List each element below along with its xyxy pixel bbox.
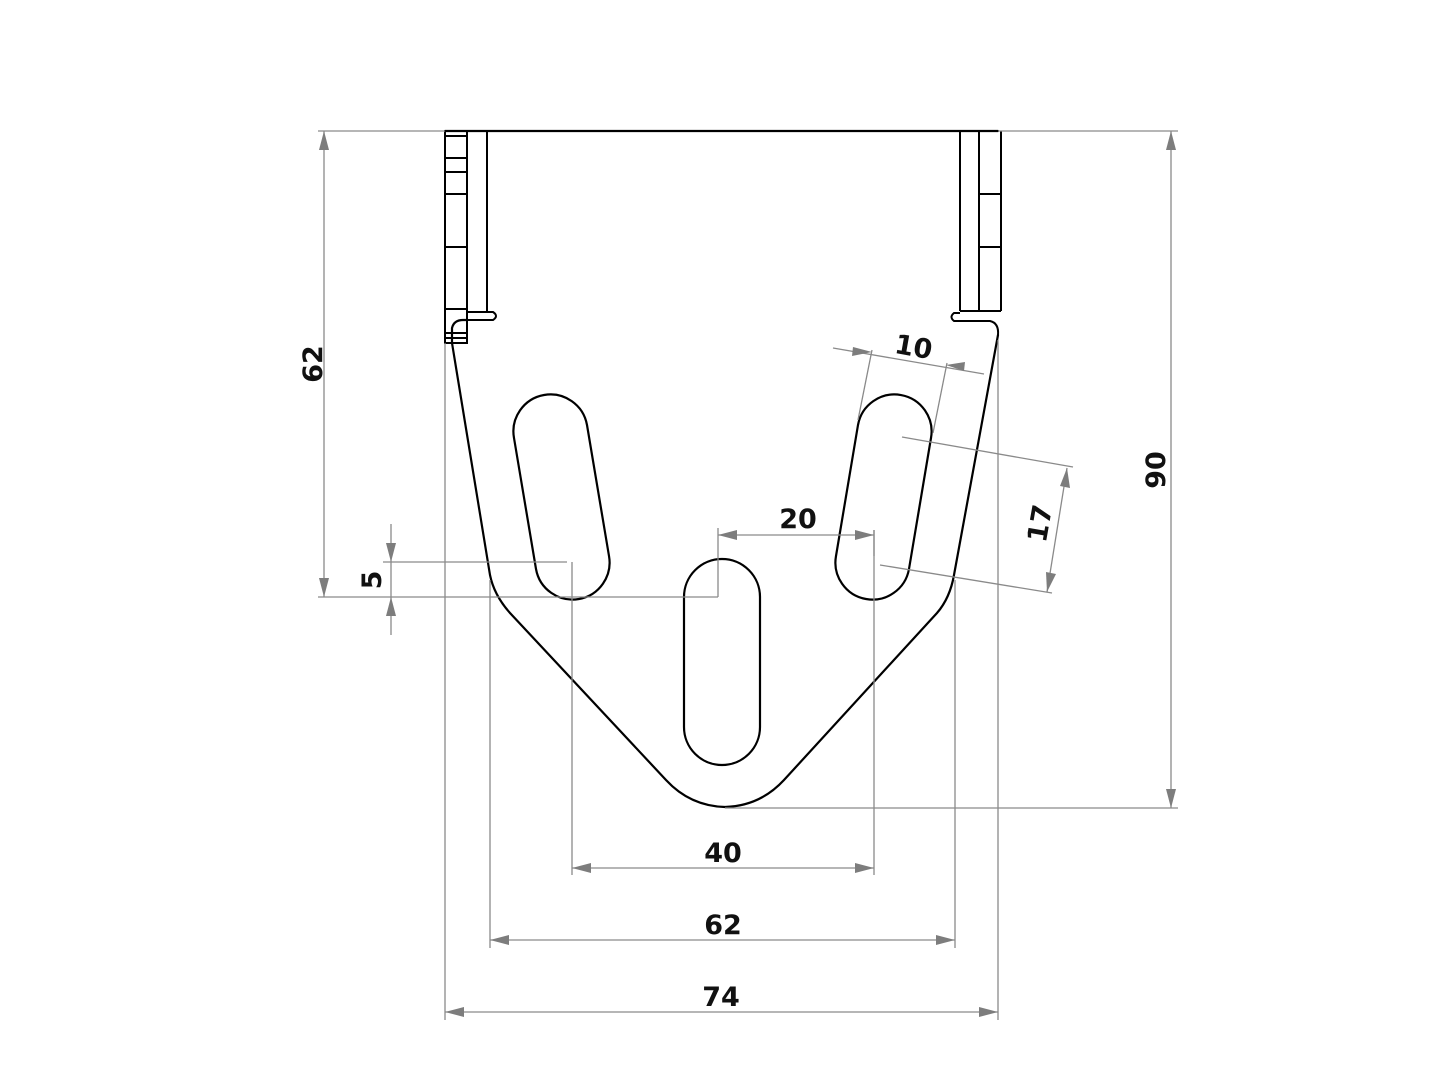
plate-outline xyxy=(450,333,1000,809)
dim-label-62-vertical: 62 xyxy=(298,345,329,383)
dimension-lines xyxy=(318,130,1178,1020)
dim-label-20: 20 xyxy=(779,504,817,535)
dim-label-40: 40 xyxy=(704,838,742,869)
slot-center xyxy=(682,557,762,767)
dim-label-10: 10 xyxy=(892,329,934,366)
dim-label-74: 74 xyxy=(702,982,740,1013)
right-hinge xyxy=(950,131,1002,336)
dim-label-90-vertical: 90 xyxy=(1141,451,1172,489)
dim-label-17: 17 xyxy=(1022,502,1059,544)
slot-right xyxy=(834,393,933,601)
dim-label-62-horizontal: 62 xyxy=(704,910,742,941)
dimension-labels: 62 90 5 10 17 20 40 62 74 xyxy=(298,329,1172,1013)
dim-label-5: 5 xyxy=(357,571,388,590)
slot-left xyxy=(512,393,611,601)
part-outline xyxy=(443,129,1002,809)
left-hinge xyxy=(444,130,497,345)
